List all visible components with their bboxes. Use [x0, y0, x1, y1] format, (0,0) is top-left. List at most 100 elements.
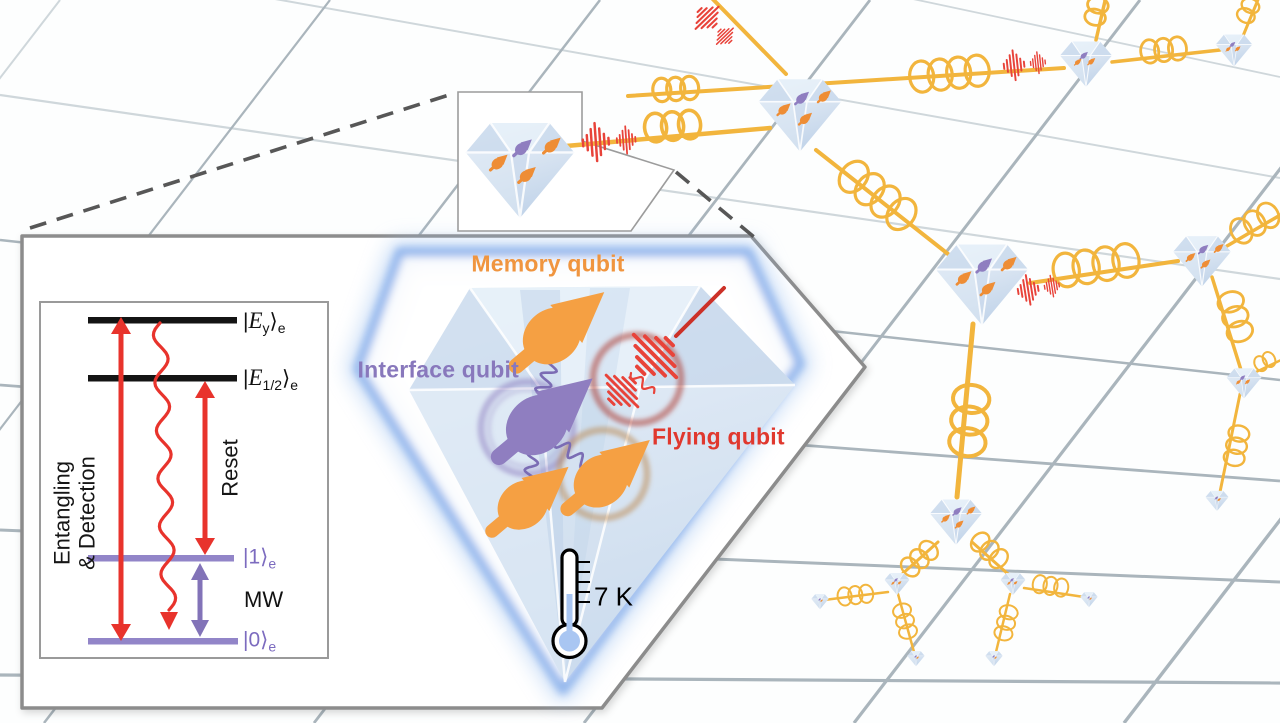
- fiber-link-A-G: [814, 148, 950, 256]
- fiber-coil: [892, 602, 918, 640]
- node-diamond: [1000, 572, 1026, 596]
- flying-qubit-art: [594, 286, 726, 419]
- fiber: [710, 0, 788, 76]
- network-node-A: [757, 78, 843, 153]
- flying-qubit-label: Flying qubit: [652, 423, 785, 450]
- network-node-F: [1172, 235, 1232, 288]
- node-diamond: [1226, 367, 1262, 399]
- level-zero-bar: [88, 638, 238, 645]
- fiber-link-B-C: [1110, 35, 1222, 65]
- fiber-link-hero-A: [563, 108, 773, 162]
- memory-qubit-label: Memory qubit: [471, 250, 625, 277]
- mw-label: MW: [244, 587, 284, 612]
- interface-qubit-label: Interface qubit: [357, 356, 519, 383]
- network-layer: [626, 0, 1280, 667]
- fiber-link-s1-t3: [892, 592, 918, 654]
- fiber-link-s2-t5: [1022, 574, 1086, 599]
- wave-interface-memory3: [553, 438, 590, 470]
- fiber-link-F-upright: [1225, 201, 1280, 248]
- fiber-link-s1-t1: [822, 583, 890, 607]
- level-label-ey: |Ey⟩e: [243, 307, 286, 337]
- network-node-C: [1215, 34, 1253, 67]
- fiber-coil: [908, 53, 991, 94]
- photon-pulse: [688, 0, 742, 53]
- node-diamond: [811, 593, 829, 610]
- zoom-leader-lines: [29, 92, 762, 244]
- fiber-coil: [642, 108, 703, 144]
- node-diamond: [1059, 40, 1113, 88]
- fiber-coil: [1235, 0, 1261, 25]
- grid-line: [1122, 517, 1280, 723]
- fiber-coil: [836, 583, 875, 607]
- mw-arrow: [191, 563, 209, 637]
- fiber-link-I-t6: [1218, 392, 1251, 494]
- node-diamond: [907, 650, 925, 667]
- entangling-line1: Entangling: [49, 461, 75, 565]
- fiber-coil: [993, 604, 1019, 642]
- entangling-arrow: [111, 317, 131, 641]
- level-one-bar: [88, 555, 234, 562]
- network-node-G: [934, 243, 1030, 327]
- fiber-coil: [837, 159, 918, 232]
- fiber-link-G-H: [947, 321, 992, 500]
- fiber: [1110, 48, 1222, 64]
- network-node-B: [1059, 40, 1113, 88]
- fiber-coil: [1051, 242, 1141, 289]
- level-label-e12: |E1/2⟩e: [243, 364, 298, 394]
- fiber-link-C-upright: [1235, 0, 1261, 38]
- fiber-coil: [947, 382, 992, 459]
- network-node-t4: [985, 650, 1003, 667]
- fiber: [994, 592, 1012, 654]
- node-diamond: [1205, 490, 1229, 512]
- fiber-coil: [899, 539, 939, 578]
- fiber-link-s2-t4: [993, 592, 1019, 654]
- thermometer-ticks: [578, 561, 590, 603]
- fiber-link-A-upleft: [688, 0, 788, 76]
- level-label-zero: |0⟩e: [243, 628, 277, 655]
- network-node-t5: [1080, 591, 1098, 608]
- network-node-t3: [907, 650, 925, 667]
- network-node-I: [1226, 367, 1262, 399]
- photon-pulse: [1002, 47, 1046, 81]
- node-diamond: [757, 78, 843, 153]
- fiber-coil: [1139, 35, 1188, 65]
- network-node-s2: [1000, 572, 1026, 596]
- reset-arrow: [195, 381, 215, 555]
- network-foreground: [464, 108, 773, 220]
- fiber: [822, 590, 890, 602]
- fiber-link-F-I: [1210, 275, 1255, 372]
- fiber-coil: [1031, 574, 1070, 598]
- entangling-line2: & Detection: [74, 456, 99, 570]
- leader-left: [29, 92, 453, 230]
- fiber-coil: [1222, 424, 1251, 468]
- fiber: [898, 540, 940, 578]
- node-diamond: [1172, 235, 1232, 288]
- grid-line: [913, 0, 1280, 78]
- node-diamond: [1215, 34, 1253, 67]
- fiber-link-left-A-B: [626, 47, 1066, 104]
- decay-wavy-arrow: [151, 321, 178, 630]
- temperature-label: 7 K: [594, 581, 634, 612]
- level-e12-bar: [88, 375, 237, 382]
- fiber: [1218, 392, 1242, 494]
- fiber-link-G-F: [1016, 242, 1180, 307]
- fiber-coil: [1253, 351, 1277, 373]
- fiber: [896, 592, 916, 654]
- leader-right: [674, 170, 762, 244]
- fiber-coil: [969, 531, 1009, 570]
- fiber: [626, 66, 1066, 98]
- photon-line: [674, 286, 726, 338]
- level-ey-bar: [88, 317, 237, 324]
- level-label-one: |1⟩e: [243, 545, 277, 572]
- thermometer-icon: [551, 548, 590, 660]
- inset-illustration: [39, 240, 812, 702]
- node-diamond: [985, 650, 1003, 667]
- network-node-t1: [811, 593, 829, 610]
- flying-ring: [589, 331, 685, 427]
- fiber: [814, 148, 950, 256]
- energy-box: [39, 301, 329, 659]
- fiber-link-B-up: [1083, 0, 1110, 42]
- photon-zigzag: [629, 371, 656, 395]
